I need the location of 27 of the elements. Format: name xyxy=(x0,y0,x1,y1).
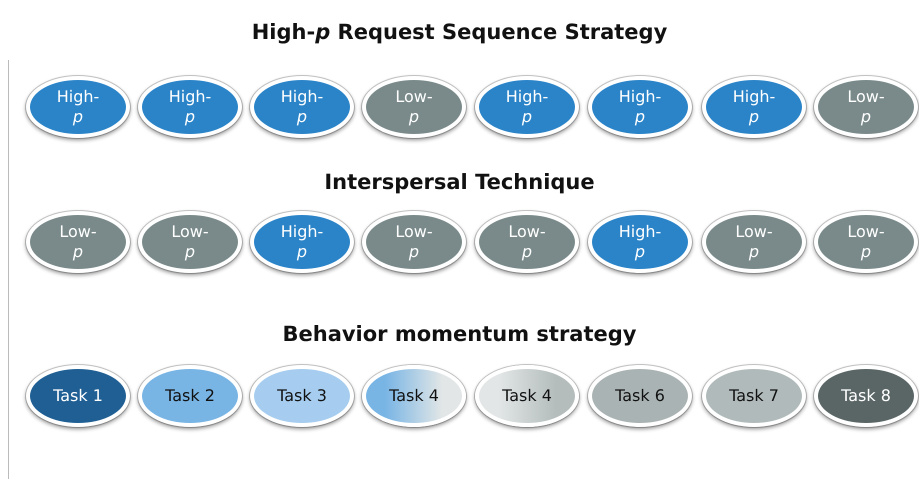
ellipse-node: High- p xyxy=(250,76,354,138)
ellipse-node: Task 4 xyxy=(362,365,466,427)
ellipse-node: Low- p xyxy=(362,76,466,138)
ellipse-node: Low- p xyxy=(814,76,918,138)
ellipse-node: Task 4 xyxy=(475,365,579,427)
ellipse-node: Task 8 xyxy=(814,365,918,427)
ellipse-node: High- p xyxy=(475,76,579,138)
heading: Interspersal Technique xyxy=(324,170,595,194)
ellipse-node: High- p xyxy=(588,76,692,138)
ellipse-node: High- p xyxy=(588,211,692,273)
ellipse-node: Task 2 xyxy=(138,365,242,427)
ellipse-node: Low- p xyxy=(702,211,806,273)
ellipse-node: Low- p xyxy=(138,211,242,273)
heading: High-p Request Sequence Strategy xyxy=(252,20,668,44)
ellipse-node: Low- p xyxy=(26,211,130,273)
ellipse-node: High- p xyxy=(250,211,354,273)
ellipse-node: Task 3 xyxy=(250,365,354,427)
ellipse-node: Task 7 xyxy=(702,365,806,427)
ellipse-node: High- p xyxy=(702,76,806,138)
ellipse-node: Task 6 xyxy=(588,365,692,427)
heading: Behavior momentum strategy xyxy=(282,322,636,346)
ellipse-node: Task 1 xyxy=(26,365,130,427)
ellipse-node: High- p xyxy=(26,76,130,138)
ellipse-node: Low- p xyxy=(475,211,579,273)
ellipse-node: Low- p xyxy=(362,211,466,273)
ellipse-node: High- p xyxy=(138,76,242,138)
ellipse-node: Low- p xyxy=(814,211,918,273)
